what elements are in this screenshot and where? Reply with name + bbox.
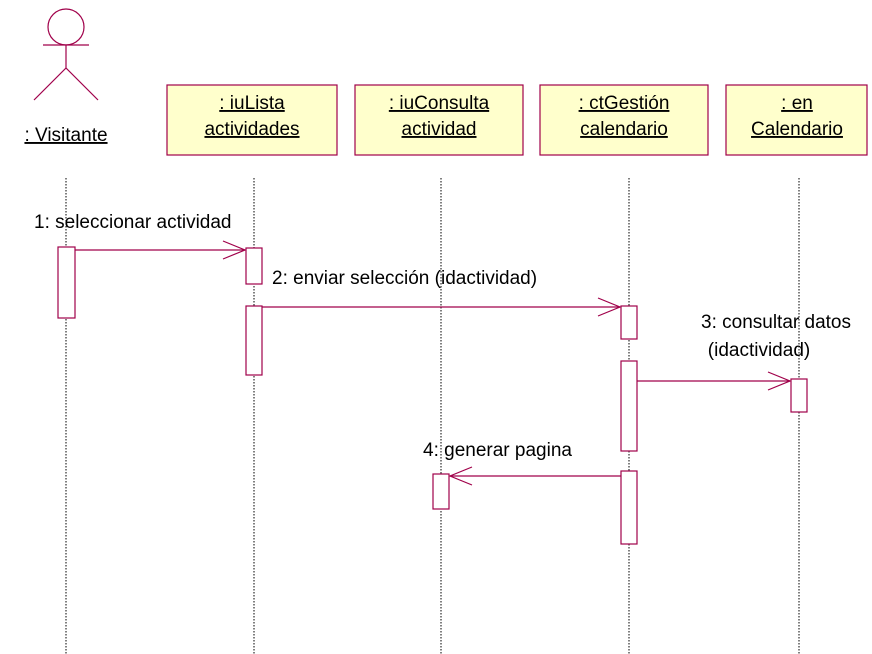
activations: [57, 246, 808, 545]
message-3: 3: consultar datos (idactividad): [637, 312, 851, 391]
message-arrowhead: [767, 371, 792, 391]
actor-right-leg: [65, 67, 99, 101]
actor-visitante: : Visitante: [24, 8, 108, 146]
activation-encalendario: [790, 378, 808, 413]
object-box: [354, 84, 524, 156]
object-label-line1: : iuLista: [219, 93, 285, 114]
message-arrowhead: [222, 240, 247, 260]
message-label: 1: seleccionar actividad: [34, 212, 232, 233]
activation-iuconsulta: [432, 473, 450, 510]
message-label: 2: enviar selección (idactividad): [272, 268, 537, 289]
object-label-line1: : iuConsulta: [389, 93, 490, 114]
object-iuconsulta: : iuConsulta actividad: [354, 84, 524, 156]
activation-ctgestion-2: [620, 360, 638, 452]
activation-ctgestion-1: [620, 305, 638, 340]
message-label-line1: 3: consultar datos: [701, 312, 851, 333]
activation-iulista-2: [245, 305, 263, 376]
object-label-line1: : en: [781, 93, 813, 114]
message-label-line2: (idactividad): [708, 340, 810, 361]
activation-visitante: [57, 246, 76, 319]
message-4: 4: generar pagina: [423, 440, 621, 486]
activation-ctgestion-3: [620, 470, 638, 545]
activation-iulista-1: [245, 247, 263, 285]
object-ctgestion: : ctGestión calendario: [539, 84, 709, 156]
object-label-line2: Calendario: [751, 119, 843, 140]
message-2: 2: enviar selección (idactividad): [262, 268, 622, 317]
actor-label: : Visitante: [24, 125, 107, 146]
message-1: 1: seleccionar actividad: [34, 212, 247, 260]
object-box: [539, 84, 709, 156]
object-box: [166, 84, 338, 156]
object-label-line1: : ctGestión: [579, 93, 670, 114]
object-label-line2: actividad: [402, 119, 477, 140]
object-box: [725, 84, 868, 156]
object-label-line2: actividades: [204, 119, 299, 140]
object-iulista: : iuLista actividades: [166, 84, 338, 156]
message-label: 4: generar pagina: [423, 440, 572, 461]
object-label-line2: calendario: [580, 119, 668, 140]
message-arrowhead: [597, 297, 622, 317]
actor-left-leg: [33, 67, 67, 101]
message-arrowhead: [448, 466, 473, 486]
actor-head: [47, 8, 85, 46]
object-encalendario: : en Calendario: [725, 84, 868, 156]
